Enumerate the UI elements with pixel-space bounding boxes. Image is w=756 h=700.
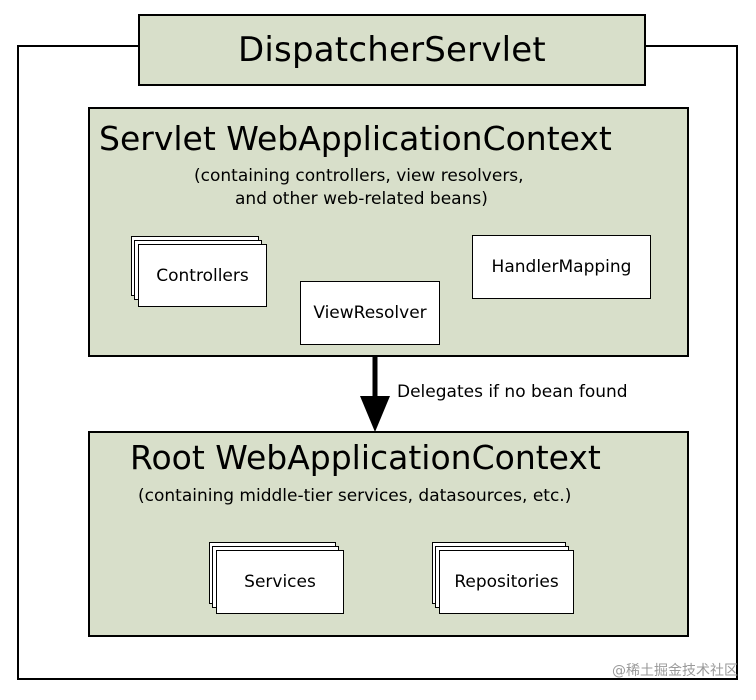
delegation-label: Delegates if no bean found: [397, 382, 628, 402]
delegation-arrow: [360, 356, 390, 432]
controllers-label: Controllers: [156, 265, 249, 286]
dispatcher-servlet-title: DispatcherServlet: [238, 30, 546, 70]
servlet-context-subtitle-line1: (containing controllers, view resolvers,: [194, 166, 524, 186]
servlet-context-subtitle-line2: and other web-related beans): [235, 189, 488, 209]
repositories-card: Repositories: [439, 550, 574, 614]
servlet-context-title: Servlet WebApplicationContext: [99, 119, 612, 158]
controllers-card: Controllers: [138, 244, 267, 307]
services-bean-stack: Services: [209, 542, 344, 614]
services-label: Services: [244, 572, 316, 592]
root-webapplicationcontext-box: Root WebApplicationContext (containing m…: [88, 431, 689, 637]
services-card: Services: [216, 550, 344, 614]
handler-mapping-card: HandlerMapping: [472, 235, 651, 299]
root-context-title: Root WebApplicationContext: [130, 438, 601, 477]
delegation-arrow-head: [360, 396, 390, 432]
root-context-subtitle: (containing middle-tier services, dataso…: [138, 486, 572, 506]
controllers-bean-stack: Controllers: [131, 236, 267, 308]
view-resolver-label: ViewResolver: [313, 303, 427, 323]
view-resolver-card: ViewResolver: [300, 281, 440, 345]
repositories-bean-stack: Repositories: [432, 542, 574, 614]
repositories-label: Repositories: [454, 572, 559, 592]
watermark: @稀土掘金技术社区: [612, 663, 738, 679]
dispatcher-servlet-title-box: DispatcherServlet: [138, 14, 646, 86]
servlet-webapplicationcontext-box: Servlet WebApplicationContext (containin…: [88, 107, 689, 357]
handler-mapping-label: HandlerMapping: [491, 257, 632, 277]
